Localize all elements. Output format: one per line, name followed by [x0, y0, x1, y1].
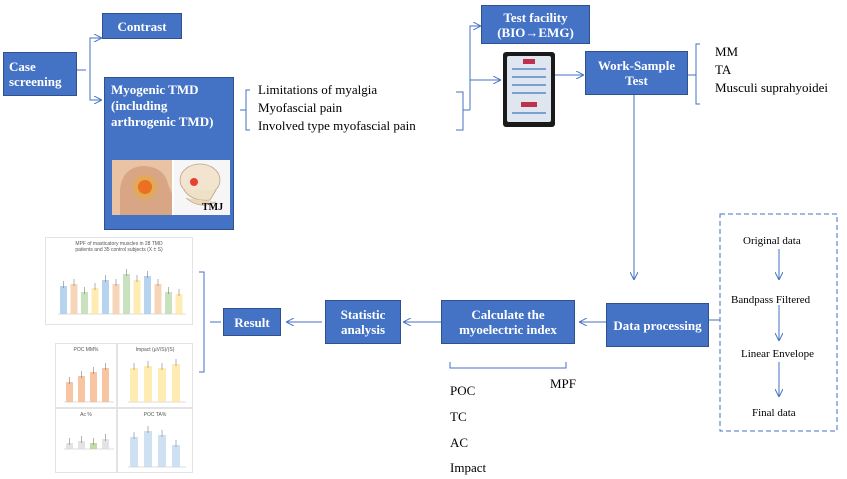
step-original-data: Original data: [743, 235, 801, 247]
ac-chart-thumbnail: Ac %: [55, 408, 117, 473]
mpf-chart-title: MPF of masticatory muscles in 28 TMD pat…: [75, 241, 163, 253]
mpf-bar: [144, 276, 151, 314]
muscles-bracket: [688, 43, 700, 105]
poc-mm-bar: [90, 372, 97, 402]
mpf-chart-thumbnail: MPF of masticatory muscles in 28 TMD pat…: [45, 237, 193, 325]
symptom-3: Involved type myofascial pain: [258, 118, 416, 133]
work-sample-test-label: Work-Sample Test: [597, 58, 676, 88]
myogenic-tmd-box: Myogenic TMD (including arthrogenic TMD)…: [104, 77, 234, 230]
mpf-bar: [123, 274, 130, 314]
mpf-bar: [102, 280, 109, 314]
muscle-ta: TA: [715, 62, 732, 77]
mpf-bar: [91, 288, 99, 314]
poc-ta-title: POC TA%: [143, 412, 167, 418]
impact-bar: [144, 366, 152, 402]
device-bracket-right: [456, 91, 470, 131]
mpf-bar: [70, 284, 78, 314]
mpf-bar: [165, 292, 172, 314]
data-processing-label: Data processing: [613, 317, 702, 333]
poc-ta-chart-thumbnail: POC TA%: [117, 408, 193, 473]
mpf-bar: [175, 294, 183, 314]
screening-bracket: [77, 37, 94, 101]
step-final-data: Final data: [752, 407, 796, 419]
index-impact: Impact: [450, 460, 487, 475]
poc-mm-title: POC MM%: [73, 347, 99, 353]
index-tc: TC: [450, 409, 467, 424]
mpf-bar: [81, 292, 88, 314]
mpf-bar: [133, 280, 141, 314]
symptom-2: Myofascial pain: [258, 100, 343, 115]
impact-bar: [172, 364, 180, 402]
symptom-1: Limitations of myalgia: [258, 82, 378, 97]
poc-ta-chart: [128, 426, 186, 468]
poc-ta-bar: [158, 435, 166, 467]
poc-ta-bar: [130, 437, 138, 467]
mpf-label: MPF: [550, 376, 577, 391]
poc-mm-bar: [66, 382, 73, 402]
work-sample-test-box: Work-Sample Test: [585, 51, 688, 95]
processing-dashed-box: [719, 213, 838, 432]
indices-bracket: [449, 362, 567, 369]
step-linear-envelope: Linear Envelope: [741, 348, 814, 360]
contrast-label: Contrast: [117, 18, 167, 34]
impact-bar: [130, 368, 138, 402]
ac-title: Ac %: [80, 412, 92, 418]
poc-ta-bar: [172, 445, 180, 467]
poc-mm-bar: [78, 376, 85, 402]
impact-bar: [158, 368, 166, 402]
mpf-chart: [58, 269, 186, 315]
ac-bar: [102, 439, 109, 449]
statistic-analysis-label: Statistic analysis: [340, 307, 386, 337]
result-bracket: [199, 271, 221, 373]
tmj-image: TMJ: [112, 160, 230, 215]
calculate-index-label: Calculate the myoelectric index: [459, 307, 557, 337]
case-screening-box: Case screening: [3, 52, 77, 96]
impact-chart-thumbnail: Impact (µV/S)/(S): [117, 343, 193, 408]
data-processing-box: Data processing: [606, 303, 709, 347]
test-facility-label: Test facility (BIO→EMG): [497, 9, 574, 40]
test-facility-box: Test facility (BIO→EMG): [481, 5, 590, 44]
impact-chart: [128, 359, 186, 403]
muscle-mm: MM: [715, 44, 739, 59]
poc-mm-bar: [102, 368, 109, 402]
calculate-index-box: Calculate the myoelectric index: [441, 300, 575, 344]
ac-bar: [78, 441, 85, 449]
poc-mm-chart-thumbnail: POC MM%: [55, 343, 117, 408]
poc-mm-chart: [64, 363, 114, 403]
case-screening-label: Case screening: [9, 59, 62, 89]
poc-ta-bar: [144, 431, 152, 467]
mpf-bar: [112, 284, 120, 314]
tmj-illustration: [112, 160, 230, 215]
result-label: Result: [234, 314, 270, 330]
step-bandpass: Bandpass Filtered: [731, 294, 811, 306]
ac-bar: [66, 443, 73, 449]
myogenic-tmd-label: Myogenic TMD (including arthrogenic TMD): [111, 82, 214, 129]
statistic-analysis-box: Statistic analysis: [325, 300, 401, 344]
emg-device-image: [503, 52, 555, 127]
result-box: Result: [223, 308, 281, 336]
ac-chart: [64, 434, 114, 450]
symptoms-bracket: [240, 89, 250, 131]
tmj-label: TMJ: [202, 202, 224, 213]
arrow-to-test-facility: [469, 26, 480, 110]
index-poc: POC: [450, 383, 476, 398]
mpf-bar: [60, 286, 67, 314]
mpf-bar: [154, 284, 162, 314]
contrast-box: Contrast: [102, 13, 182, 39]
index-ac: AC: [450, 435, 469, 450]
impact-title: Impact (µV/S)/(S): [135, 347, 175, 353]
muscle-suprahyoid: Musculi suprahyoidei: [715, 80, 829, 95]
ac-bar: [90, 443, 97, 449]
